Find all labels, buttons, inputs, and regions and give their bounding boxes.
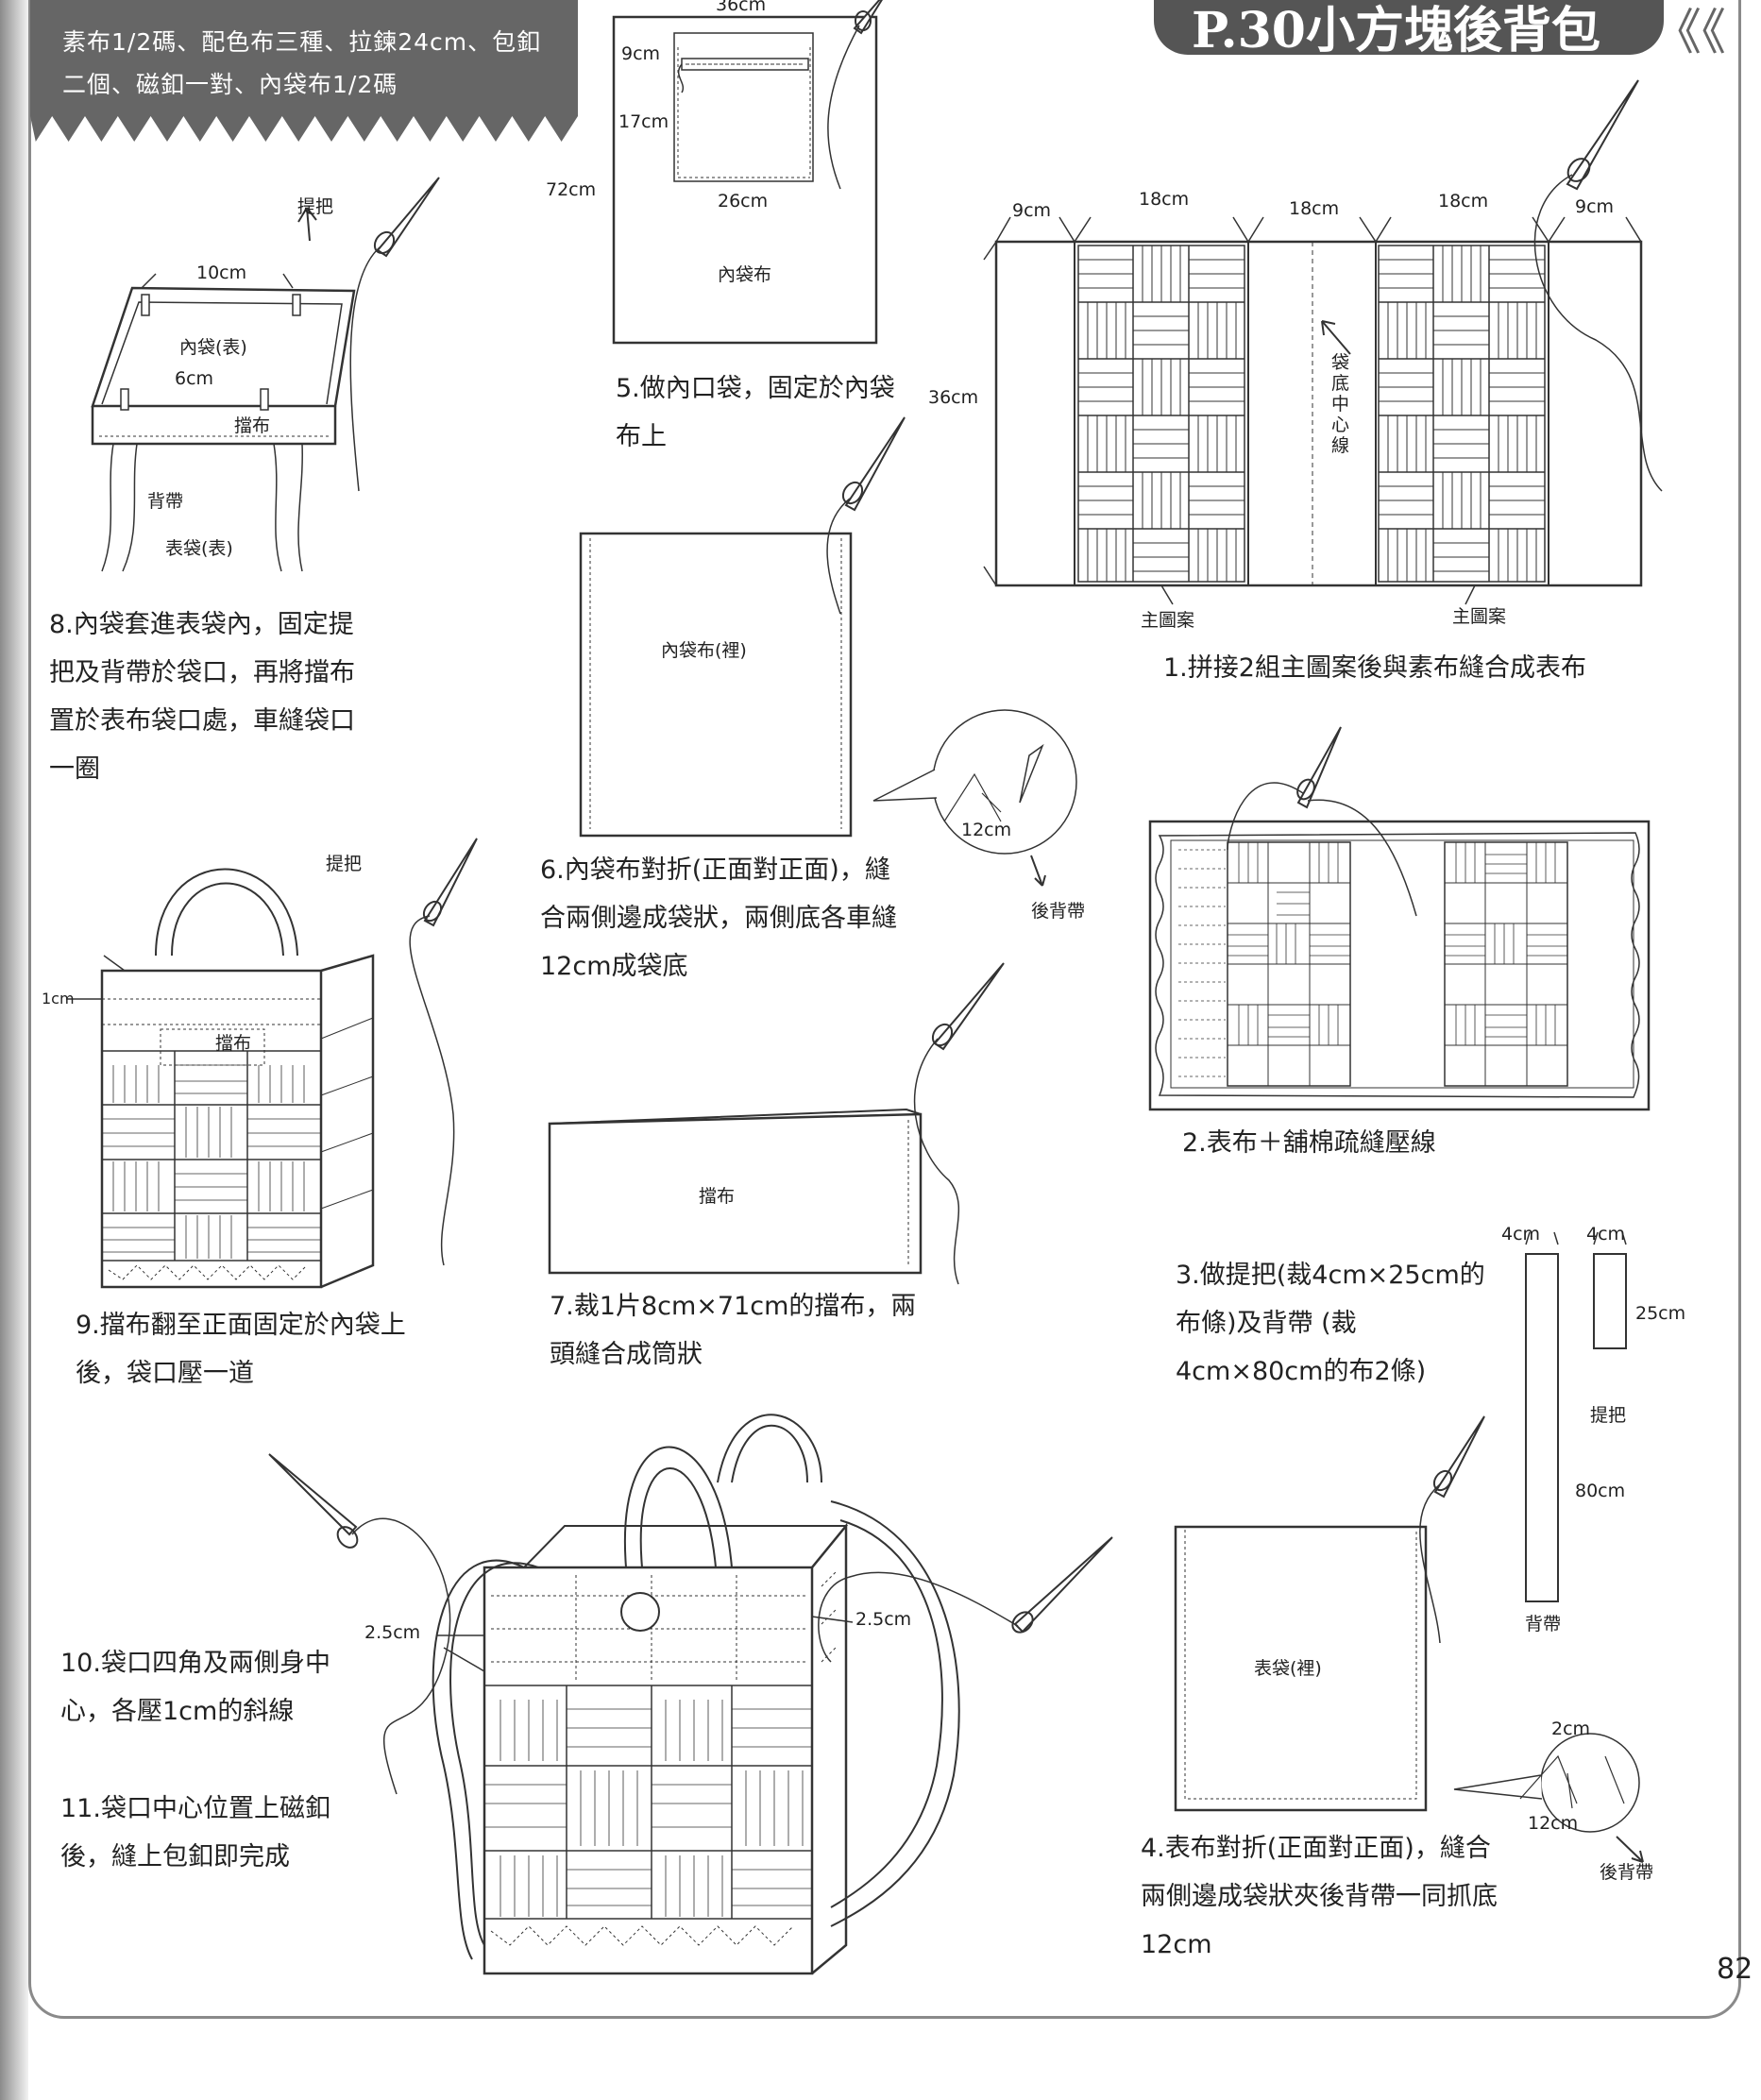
block-pattern-right	[1378, 245, 1546, 583]
materials-text: 素布1/2碼、配色布三種、拉鍊24cm、包釦二個、磁釦一對、內袋布1/2碼	[62, 28, 542, 98]
dim-label: 17cm	[618, 111, 669, 132]
dim-label: 9cm	[1575, 196, 1615, 217]
diagram-step5	[612, 0, 883, 345]
needle-icon	[913, 962, 1005, 1285]
band-label: 擋布	[699, 1186, 736, 1207]
diagram-step9	[66, 838, 478, 1289]
needle-icon	[818, 1536, 1113, 1663]
scan-shadow	[0, 0, 28, 2100]
dim-label: 2.5cm	[855, 1609, 912, 1630]
dim-label: 80cm	[1575, 1481, 1626, 1501]
dim-label: 4cm	[1586, 1224, 1626, 1245]
dim-label: 18cm	[1438, 191, 1489, 212]
step-11-text: 11.袋口中心位置上磁釦後，縫上包釦即完成	[60, 1794, 330, 1871]
strap-label: 背帶	[147, 491, 184, 512]
needle-icon	[349, 177, 440, 492]
strap-label: 背帶	[1525, 1614, 1562, 1634]
step-6-text: 6.內袋布對折(正面對正面)，縫合兩側邊成袋狀，兩側底各車縫12cm成袋底	[540, 855, 897, 981]
handle-label: 提把	[297, 196, 334, 217]
page-title: P.30小方塊後背包	[1192, 2, 1600, 59]
dim-label: 6cm	[175, 368, 214, 389]
diagram-step2	[1148, 726, 1651, 1111]
inner-bag-label: 內袋(表)	[179, 337, 247, 358]
main-pattern-label: 主圖案	[1141, 610, 1195, 631]
diagram-step4	[1174, 1415, 1644, 1863]
page-number: 82	[1717, 1953, 1753, 1986]
needle-icon	[409, 838, 478, 1266]
needle-icon	[1419, 1415, 1485, 1644]
step-8-text: 8.內袋套進表袋內，固定提把及背帶於袋口，再將擋布置於表布袋口處，車縫袋口一圈	[49, 610, 355, 784]
needle-icon	[826, 416, 906, 615]
step-4-text: 4.表布對折(正面對正面)，縫合兩側邊成袋狀夾後背帶一同抓底12cm	[1141, 1834, 1498, 1959]
chevron-icon: 《《	[1652, 5, 1727, 61]
needle-icon	[1533, 79, 1663, 492]
step-5-text: 5.做內口袋，固定於內袋布上	[616, 374, 895, 451]
diagram-step6	[579, 416, 1077, 887]
dim-label: 1cm	[42, 990, 75, 1008]
needle-icon	[268, 1453, 451, 1795]
needle-icon	[827, 0, 883, 190]
block-pattern-left	[1077, 245, 1245, 583]
strap-label: 後背帶	[1031, 901, 1086, 922]
step-3-text: 3.做提把(裁4cm×25cm的布條)及背帶 (裁4cm×80cm的布2條)	[1176, 1261, 1485, 1386]
dim-label: 18cm	[1139, 189, 1190, 210]
dim-label: 12cm	[961, 820, 1012, 840]
diagram-step10	[268, 1414, 1113, 1975]
page-frame	[28, 0, 1741, 2019]
step-1-text: 1.拼接2組主圖案後與素布縫合成表布	[1163, 653, 1586, 683]
band-label: 擋布	[234, 415, 271, 436]
main-pattern-label: 主圖案	[1452, 606, 1507, 627]
handle-label: 提把	[1590, 1405, 1627, 1426]
diagram-step1	[983, 79, 1663, 605]
dim-label: 26cm	[718, 191, 769, 212]
dim-label: 36cm	[928, 387, 979, 408]
dim-label: 4cm	[1501, 1224, 1541, 1245]
lining-label: 內袋布	[718, 264, 772, 285]
diagram-step8	[91, 177, 440, 572]
step-7-text: 7.裁1片8cm×71cm的擋布，兩頭縫合成筒狀	[550, 1292, 917, 1369]
strap-label: 後背帶	[1600, 1862, 1654, 1883]
materials-box	[30, 0, 578, 142]
diagram-step7	[548, 962, 1005, 1285]
dim-label: 36cm	[716, 0, 767, 15]
dim-label: 72cm	[546, 179, 597, 200]
step-10-text: 10.袋口四角及兩側身中心，各壓1cm的斜線	[60, 1649, 330, 1726]
step-9-text: 9.擋布翻至正面固定於內袋上後，袋口壓一道	[76, 1311, 406, 1388]
dim-label: 9cm	[1012, 200, 1052, 221]
dim-label: 12cm	[1528, 1813, 1579, 1834]
dim-label: 25cm	[1635, 1303, 1686, 1324]
dim-label: 10cm	[196, 262, 247, 283]
step-2-text: 2.表布＋舖棉疏縫壓線	[1182, 1128, 1436, 1158]
band-label: 擋布	[215, 1033, 252, 1054]
dim-label: 9cm	[621, 43, 661, 64]
dim-label: 18cm	[1289, 198, 1340, 219]
handle-label: 提把	[326, 854, 363, 874]
dim-label: 2cm	[1551, 1719, 1591, 1739]
outer-bag-label: 表袋(裡)	[1254, 1658, 1322, 1679]
dim-label: 2.5cm	[364, 1622, 421, 1643]
lining-label: 內袋布(裡)	[661, 640, 747, 661]
title-banner	[1154, 0, 1664, 55]
center-line-label: 袋底中心線	[1331, 352, 1350, 456]
needle-icon	[1227, 726, 1417, 917]
diagram-step3	[1525, 1231, 1627, 1602]
outer-bag-label: 表袋(表)	[165, 538, 233, 559]
